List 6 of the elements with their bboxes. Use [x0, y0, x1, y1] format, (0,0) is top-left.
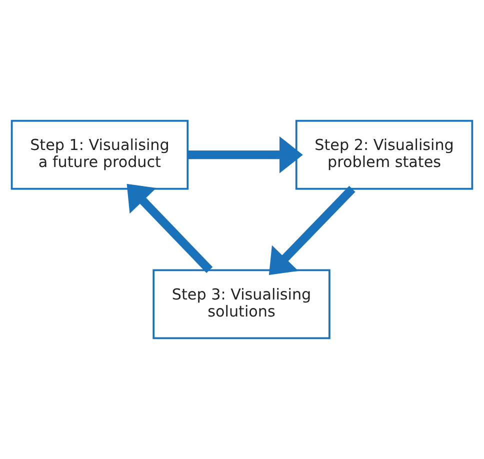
arrow — [268, 186, 356, 275]
node-box: Step 3: Visualising solutions — [152, 269, 330, 340]
node-box: Step 2: Visualising problem states — [295, 120, 474, 190]
arrow — [126, 184, 213, 273]
node-box: Step 1: Visualising a future product — [10, 120, 189, 190]
arrow — [188, 136, 303, 174]
